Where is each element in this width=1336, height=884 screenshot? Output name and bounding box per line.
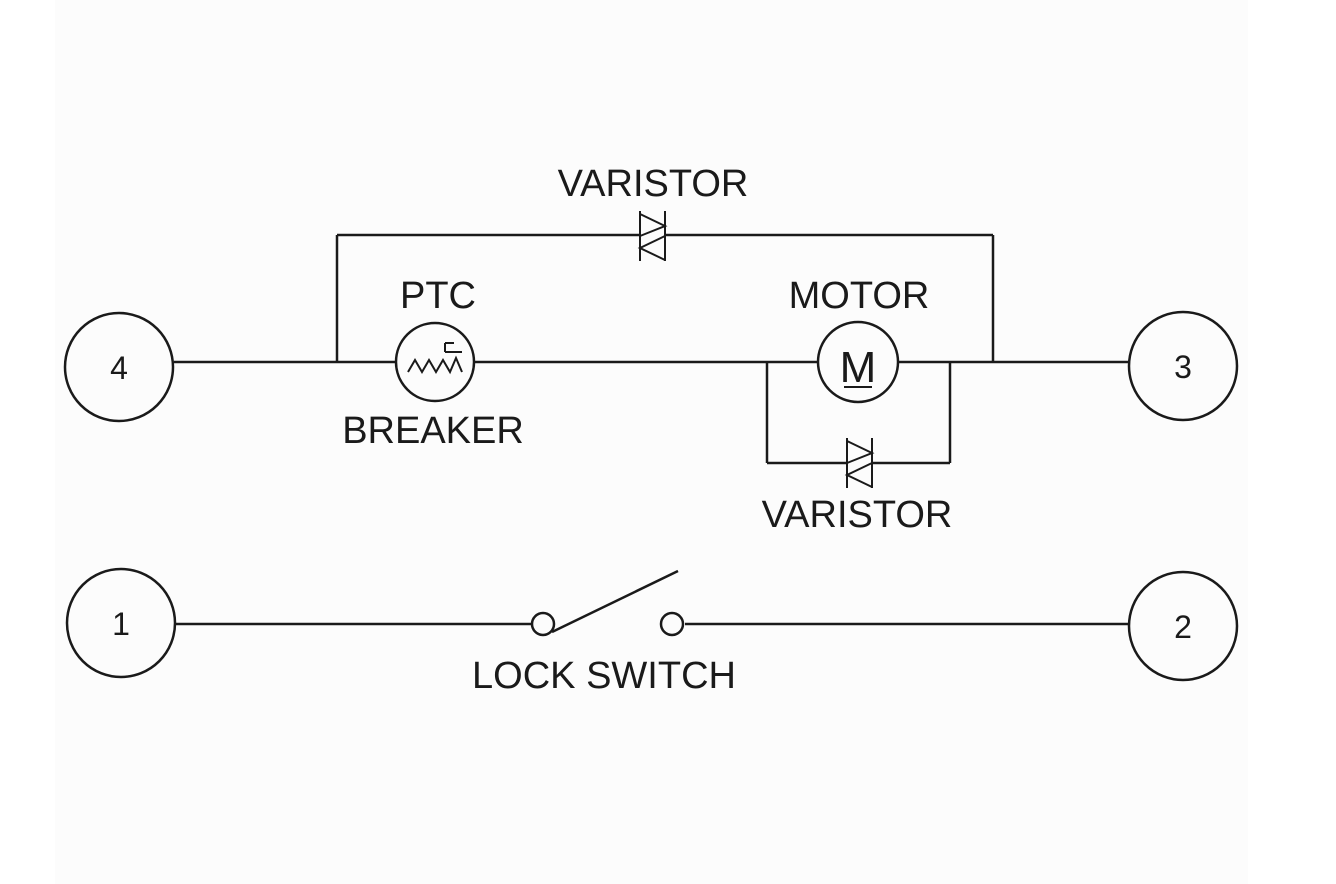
terminal-4: 4 <box>63 311 175 423</box>
motor-letter: M <box>840 343 877 392</box>
terminal-1: 1 <box>65 567 177 679</box>
ptc-breaker-symbol <box>394 321 476 403</box>
label-motor: MOTOR <box>789 275 930 317</box>
label-varistor-top: VARISTOR <box>558 163 749 205</box>
varistor-top-symbol <box>637 211 668 261</box>
svg-text:2: 2 <box>1174 609 1192 645</box>
svg-text:1: 1 <box>112 606 130 642</box>
motor-symbol: M <box>816 320 900 404</box>
terminal-3: 3 <box>1127 310 1239 422</box>
label-lock-switch: LOCK SWITCH <box>472 655 736 697</box>
svg-text:4: 4 <box>110 350 128 386</box>
label-ptc: PTC <box>400 275 476 317</box>
diagram-background <box>55 0 1248 884</box>
svg-text:3: 3 <box>1174 349 1192 385</box>
lock-switch-symbol <box>530 569 685 637</box>
label-breaker: BREAKER <box>342 410 524 452</box>
varistor-bottom-symbol <box>844 438 875 488</box>
terminal-2: 2 <box>1127 570 1239 682</box>
label-varistor-bottom: VARISTOR <box>762 494 953 536</box>
